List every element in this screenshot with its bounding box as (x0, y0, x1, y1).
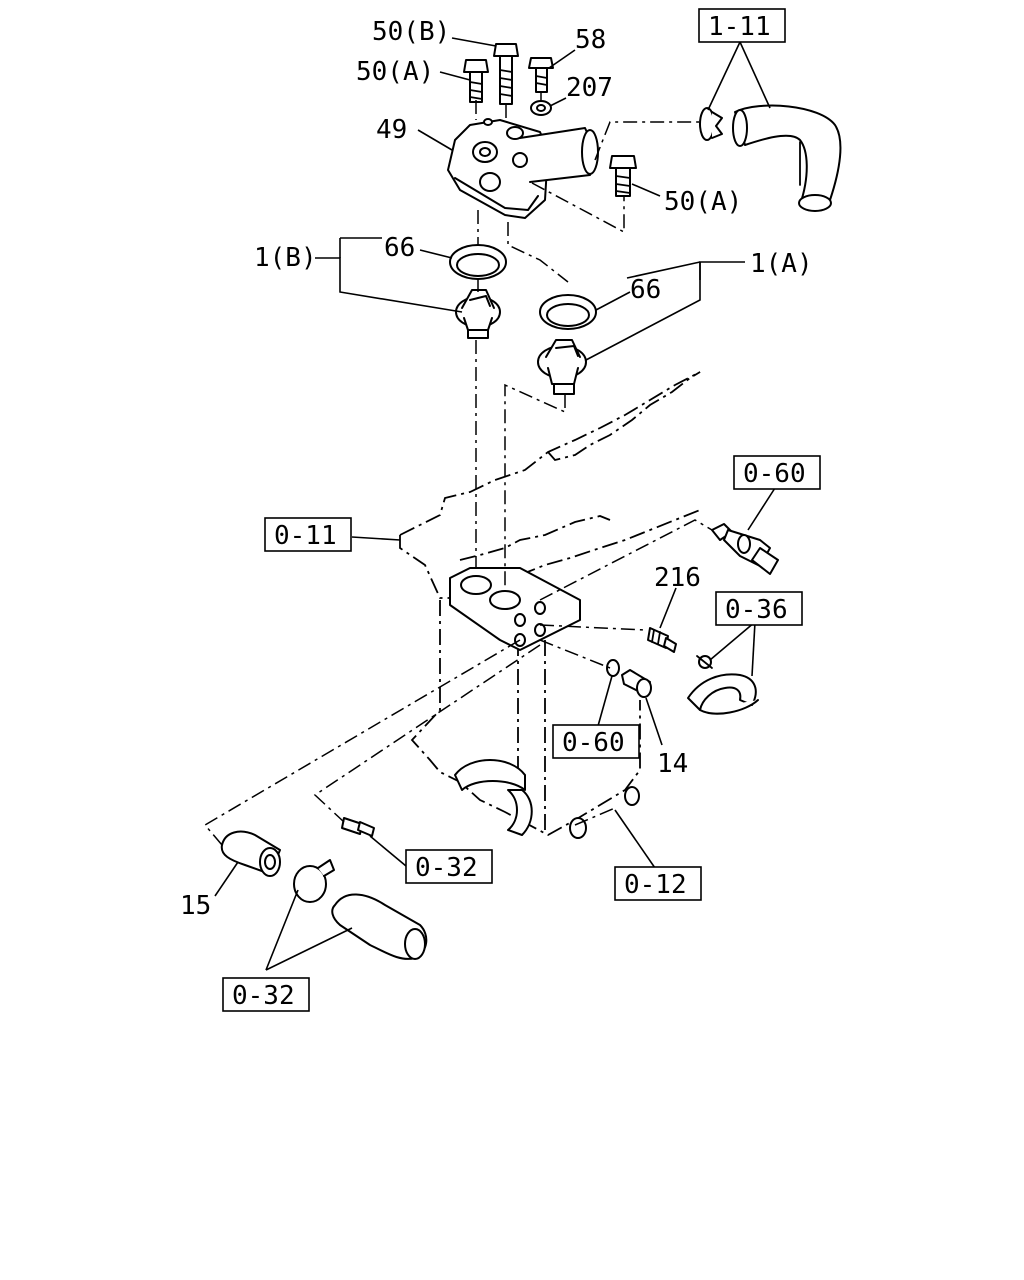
svg-text:0-32: 0-32 (232, 981, 295, 1011)
hose-clamp-bottom-icon (293, 859, 335, 903)
svg-text:0-60: 0-60 (562, 728, 625, 758)
part-labels: 50(B) 58 50(A) 207 49 50(A) 1(B) 66 66 1… (180, 17, 813, 921)
ref-0-60-mid[interactable]: 0-60 (552, 724, 640, 759)
drain-plug-14-icon (606, 659, 652, 698)
svg-text:0-36: 0-36 (725, 595, 788, 625)
label-50a-right: 50(A) (664, 187, 742, 217)
gasket-66-right-icon (539, 294, 597, 330)
label-58: 58 (575, 25, 606, 55)
thermostat-1b-icon (455, 289, 501, 339)
bolt-58-icon (528, 57, 554, 93)
ref-0-36[interactable]: 0-36 (715, 591, 803, 626)
svg-text:1-11: 1-11 (708, 12, 771, 42)
label-207: 207 (566, 73, 613, 103)
temperature-sensor-icon (711, 523, 779, 575)
svg-text:0-32: 0-32 (415, 853, 478, 883)
assembly-lines (203, 92, 713, 846)
svg-text:0-11: 0-11 (274, 521, 337, 551)
thermostat-1a-icon (537, 339, 587, 395)
ref-1-11[interactable]: 1-11 (698, 8, 786, 43)
ref-0-60-top[interactable]: 0-60 (733, 455, 821, 490)
label-216: 216 (654, 563, 701, 593)
cylinder-block-outline (410, 600, 641, 839)
label-49: 49 (376, 115, 407, 145)
leader-lines (214, 37, 776, 971)
label-50a-top: 50(A) (356, 57, 434, 87)
lower-hose-icon (331, 893, 428, 960)
bolt-50a-top-icon (463, 59, 489, 103)
fitting-15-icon (220, 830, 281, 877)
bolt-50b-icon (493, 43, 519, 105)
ref-0-11[interactable]: 0-11 (264, 517, 352, 552)
label-1b: 1(B) (254, 243, 317, 273)
label-66-right: 66 (630, 275, 661, 305)
label-15: 15 (180, 891, 211, 921)
label-66-left: 66 (384, 233, 415, 263)
bolt-50a-right-icon (609, 155, 637, 197)
sensor-216-icon (647, 627, 677, 653)
bleeder-fitting-icon (341, 817, 375, 837)
thermostat-seat (449, 567, 581, 651)
label-1a: 1(A) (750, 249, 813, 279)
heater-hose-icon (687, 655, 759, 715)
svg-text:0-60: 0-60 (743, 459, 806, 489)
svg-text:0-12: 0-12 (624, 870, 687, 900)
gasket-66-left-icon (449, 244, 507, 280)
upper-radiator-hose (732, 104, 842, 212)
ref-0-12[interactable]: 0-12 (614, 866, 702, 901)
washer-207-icon (530, 100, 552, 116)
label-50b: 50(B) (372, 17, 450, 47)
ref-0-32-mid[interactable]: 0-32 (405, 849, 493, 884)
label-14: 14 (657, 749, 688, 779)
thermostat-housing (447, 118, 599, 219)
hose-clamp-upper-icon (699, 107, 723, 141)
ref-0-32-bottom[interactable]: 0-32 (222, 977, 310, 1012)
